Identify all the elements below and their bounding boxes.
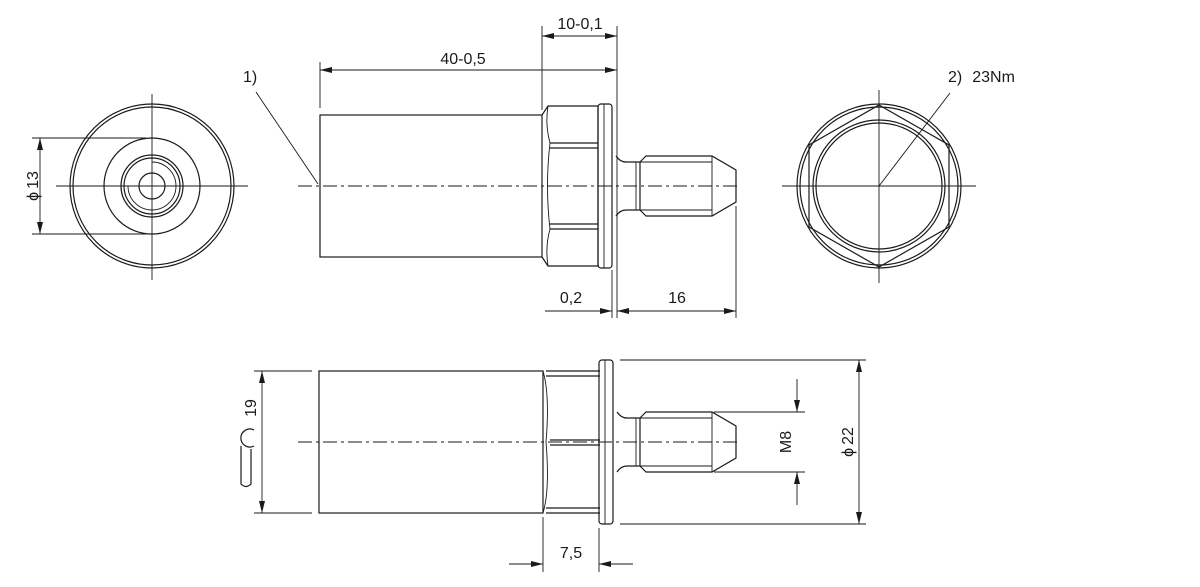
dim-label-m8: M8 [778, 431, 795, 453]
dim-label-75: 7,5 [560, 545, 582, 562]
note-label-2: 2)23Nm [948, 69, 1015, 86]
dim-label-13: ϕ13 [25, 171, 42, 201]
leader-line-1 [255, 91, 319, 185]
note-label-1: 1) [243, 69, 257, 86]
body-cylinder [319, 114, 543, 258]
thread-arc [127, 161, 177, 211]
mid-circle [103, 137, 201, 235]
thread-outline [639, 411, 737, 473]
hex-curve [542, 370, 548, 514]
hex-curve [546, 105, 551, 267]
outer-circle-inner [799, 106, 959, 266]
rear-view: 2)23Nm [782, 69, 1015, 283]
inner-circle [812, 119, 946, 253]
side-view-bottom: 19 7,5 M8 ϕ22 [240, 359, 866, 572]
dim-label-22: ϕ22 [840, 427, 857, 457]
outer-circle [796, 103, 962, 269]
flange [597, 103, 613, 269]
dim-label-16: 16 [668, 290, 686, 307]
body-cylinder [318, 370, 544, 514]
front-view: ϕ13 [25, 94, 248, 280]
neck [615, 155, 641, 217]
side-view-top: 40-0,5 10-0,1 0,2 16 1) [243, 16, 740, 318]
leader-line-2 [878, 92, 951, 187]
dim-label-10: 10-0,1 [557, 16, 602, 33]
inner-circle-2 [815, 122, 943, 250]
neck [616, 411, 641, 473]
hex-outline [808, 104, 950, 268]
outer-circle-inner [72, 106, 232, 266]
bore-circle [138, 172, 166, 200]
inner-ring-outer [120, 154, 184, 218]
dim-label-19: 19 [243, 399, 260, 417]
dim-label-02: 0,2 [560, 290, 582, 307]
thread-outline [639, 155, 737, 217]
flange [598, 359, 614, 525]
inner-ring-inner [123, 157, 181, 215]
wrench-icon [240, 428, 255, 488]
outer-circle [69, 103, 235, 269]
dim-label-40: 40-0,5 [440, 51, 485, 68]
